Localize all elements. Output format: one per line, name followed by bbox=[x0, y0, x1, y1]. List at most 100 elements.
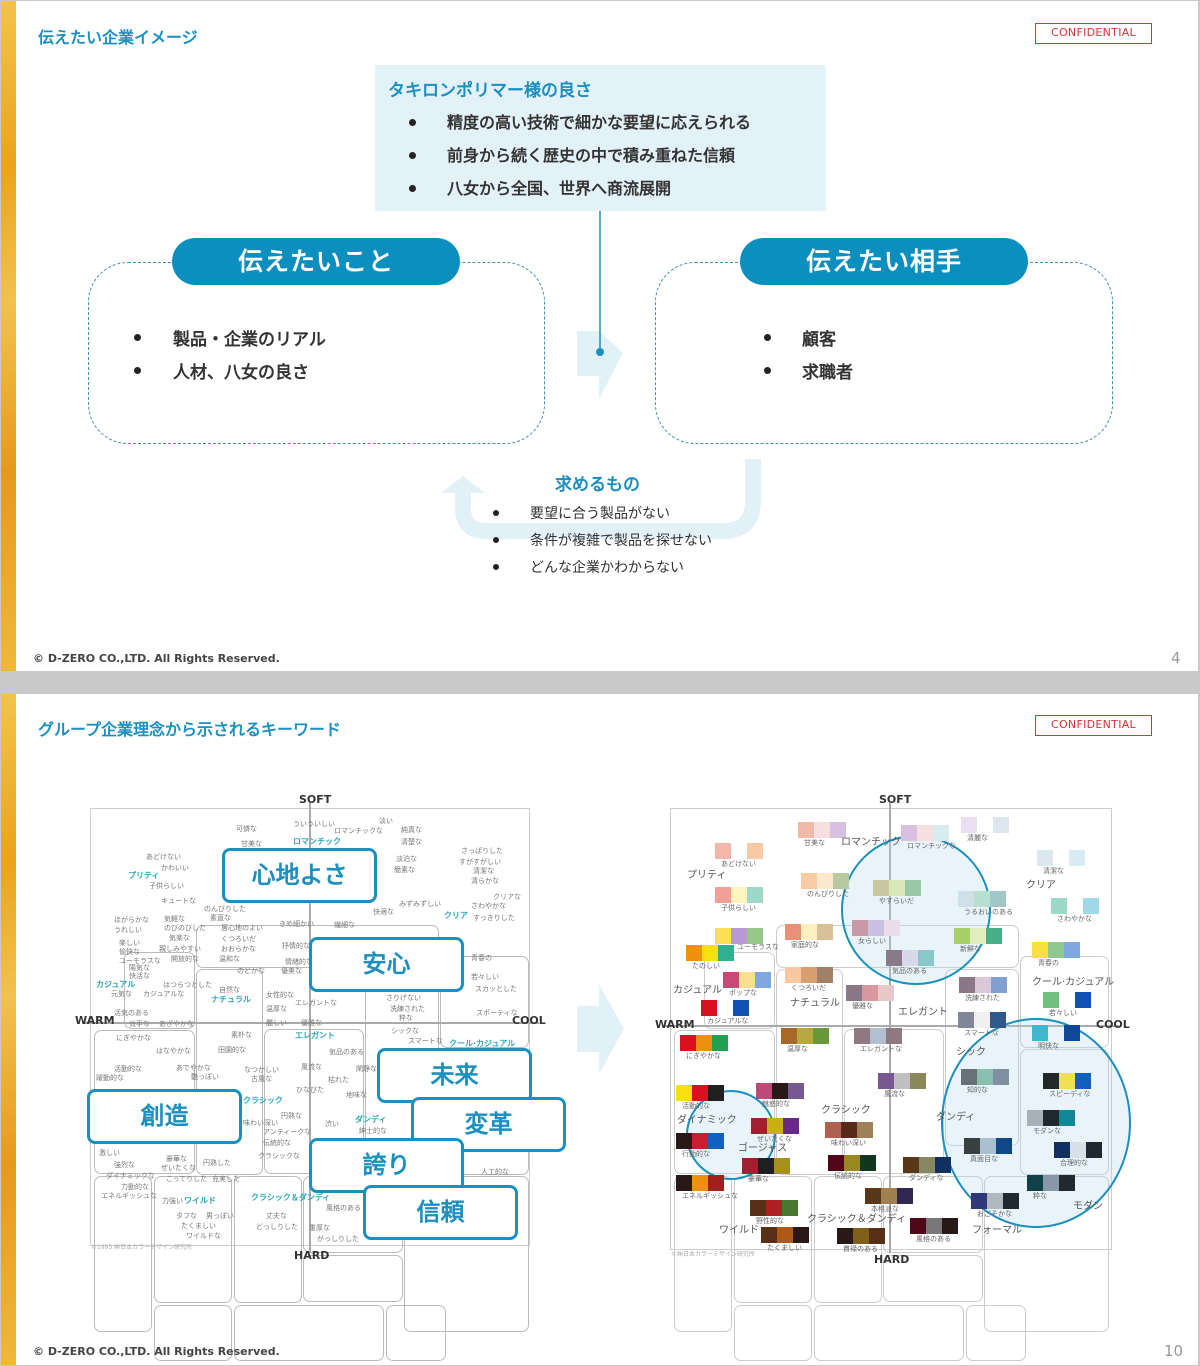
swatch-label: 活動的な bbox=[682, 1102, 710, 1110]
bullet-icon bbox=[764, 367, 771, 374]
bullet-icon bbox=[409, 119, 416, 126]
swatch-label: 新鮮な bbox=[960, 945, 981, 953]
color-swatch bbox=[917, 825, 933, 841]
word-label: 活気のある bbox=[114, 1009, 149, 1017]
color-category-label: モダン bbox=[1073, 1201, 1103, 1212]
map-cell bbox=[386, 1305, 446, 1361]
color-swatch-group bbox=[751, 1118, 799, 1134]
color-swatch bbox=[974, 891, 990, 907]
color-swatch bbox=[1067, 898, 1083, 914]
color-swatch-group bbox=[785, 924, 833, 940]
swatch-label: 青春の bbox=[1038, 959, 1059, 967]
color-swatch bbox=[830, 822, 846, 838]
audience-item: 求職者 bbox=[802, 363, 853, 383]
word-label: さわやかな bbox=[471, 902, 506, 910]
color-swatch-group bbox=[715, 887, 763, 903]
color-swatch bbox=[846, 985, 862, 1001]
footer-copyright: © D-ZERO CO.,LTD. All Rights Reserved. bbox=[33, 1345, 280, 1358]
color-swatch-group bbox=[701, 1000, 749, 1016]
word-label: スカッとした bbox=[475, 985, 517, 993]
color-swatch bbox=[767, 1118, 783, 1134]
color-category-label: プリティ bbox=[687, 870, 727, 881]
word-label: 強烈な bbox=[114, 1161, 135, 1169]
word-label: 艶っぽい bbox=[191, 1073, 219, 1081]
color-swatch bbox=[910, 1218, 926, 1234]
keyword-box: 信頼 bbox=[363, 1185, 518, 1240]
color-swatch bbox=[844, 1155, 860, 1171]
word-label: ワイルドな bbox=[186, 1232, 221, 1240]
color-swatch bbox=[990, 1012, 1006, 1028]
color-category-label: エレガント bbox=[898, 1007, 948, 1018]
color-category-label: クラシック＆ダンディ bbox=[807, 1214, 907, 1225]
word-label: きめ細かい bbox=[279, 920, 314, 928]
color-swatch bbox=[894, 1073, 910, 1089]
color-swatch bbox=[991, 977, 1007, 993]
swatch-label: 優雅な bbox=[852, 1002, 873, 1010]
map-cell bbox=[440, 956, 529, 1048]
color-category-label: クラシック bbox=[821, 1105, 871, 1116]
map-cell bbox=[966, 1305, 1026, 1361]
word-label: さりげない bbox=[386, 994, 421, 1002]
swatch-label: 知的な bbox=[967, 1086, 988, 1094]
strength-item: 前身から続く歴史の中で積み重ねた信頼 bbox=[447, 146, 736, 165]
word-category-label: エレガント bbox=[295, 1031, 335, 1040]
word-label: はなやかな bbox=[156, 1047, 191, 1055]
word-label: 可憐な bbox=[236, 825, 257, 833]
color-swatch bbox=[933, 825, 949, 841]
word-label: 繊細な bbox=[334, 921, 355, 929]
word-label: ユーモラスな bbox=[119, 957, 161, 965]
word-label: がっしりした bbox=[317, 1235, 359, 1243]
color-swatch-group bbox=[1043, 1073, 1091, 1089]
color-swatch-group bbox=[961, 817, 1009, 833]
axis-label-hard: HARD bbox=[294, 1249, 330, 1262]
color-category-label: ゴージャス bbox=[738, 1143, 788, 1154]
axis-label-warm: WARM bbox=[655, 1018, 695, 1031]
word-label: はつらつとした bbox=[163, 981, 212, 989]
color-swatch bbox=[702, 945, 718, 961]
audience-label: 伝えたい相手 bbox=[740, 238, 1028, 285]
word-label: 活動的な bbox=[114, 1065, 142, 1073]
color-swatch bbox=[781, 1028, 797, 1044]
color-category-label: ダイナミック bbox=[677, 1115, 737, 1126]
color-swatch bbox=[1048, 942, 1064, 958]
color-swatch-group bbox=[1043, 992, 1091, 1008]
color-swatch bbox=[1075, 1073, 1091, 1089]
page-number: 4 bbox=[1171, 649, 1181, 667]
color-swatch-group bbox=[910, 1218, 958, 1234]
needs-title: 求めるもの bbox=[555, 475, 640, 495]
word-label: 激しい bbox=[99, 1149, 120, 1157]
color-swatch-group bbox=[761, 1227, 809, 1243]
color-swatch-group bbox=[750, 1200, 798, 1216]
color-swatch bbox=[1059, 1073, 1075, 1089]
color-swatch bbox=[708, 1175, 724, 1191]
confidential-badge: CONFIDENTIAL bbox=[1035, 715, 1152, 736]
word-label: うれしい bbox=[114, 926, 142, 934]
color-swatch-group bbox=[971, 1193, 1019, 1209]
color-swatch bbox=[1048, 1025, 1064, 1041]
word-label: 自然な bbox=[219, 986, 240, 994]
color-swatch-group bbox=[723, 972, 771, 988]
word-label: 居心地のよい bbox=[221, 924, 263, 932]
color-category-label: カジュアル bbox=[673, 985, 722, 996]
color-swatch bbox=[1086, 1142, 1102, 1158]
color-swatch bbox=[731, 928, 747, 944]
color-swatch-group bbox=[958, 1012, 1006, 1028]
word-label: 若々しい bbox=[471, 973, 499, 981]
color-swatch-group bbox=[676, 1175, 724, 1191]
swatch-label: 魅惑的な bbox=[762, 1100, 790, 1108]
swatch-label: たのしい bbox=[692, 962, 720, 970]
word-label: 女性的な bbox=[266, 991, 294, 999]
swatch-label: 粋な bbox=[1033, 1192, 1047, 1200]
word-label: 閑静な bbox=[356, 1065, 377, 1073]
swatch-label: モダンな bbox=[1033, 1127, 1061, 1135]
word-label: スポーティな bbox=[476, 1009, 518, 1017]
word-label: 情緒的な bbox=[285, 958, 313, 966]
map-cell bbox=[734, 1176, 812, 1303]
map-cell bbox=[196, 969, 263, 1175]
map-cell bbox=[704, 952, 775, 1029]
swatch-label: おごそかな bbox=[977, 1210, 1012, 1218]
word-label: 男っぽい bbox=[206, 1212, 234, 1220]
word-label: 枯れた bbox=[328, 1076, 349, 1084]
confidential-badge: CONFIDENTIAL bbox=[1035, 23, 1152, 44]
color-swatch-group bbox=[680, 1035, 728, 1051]
